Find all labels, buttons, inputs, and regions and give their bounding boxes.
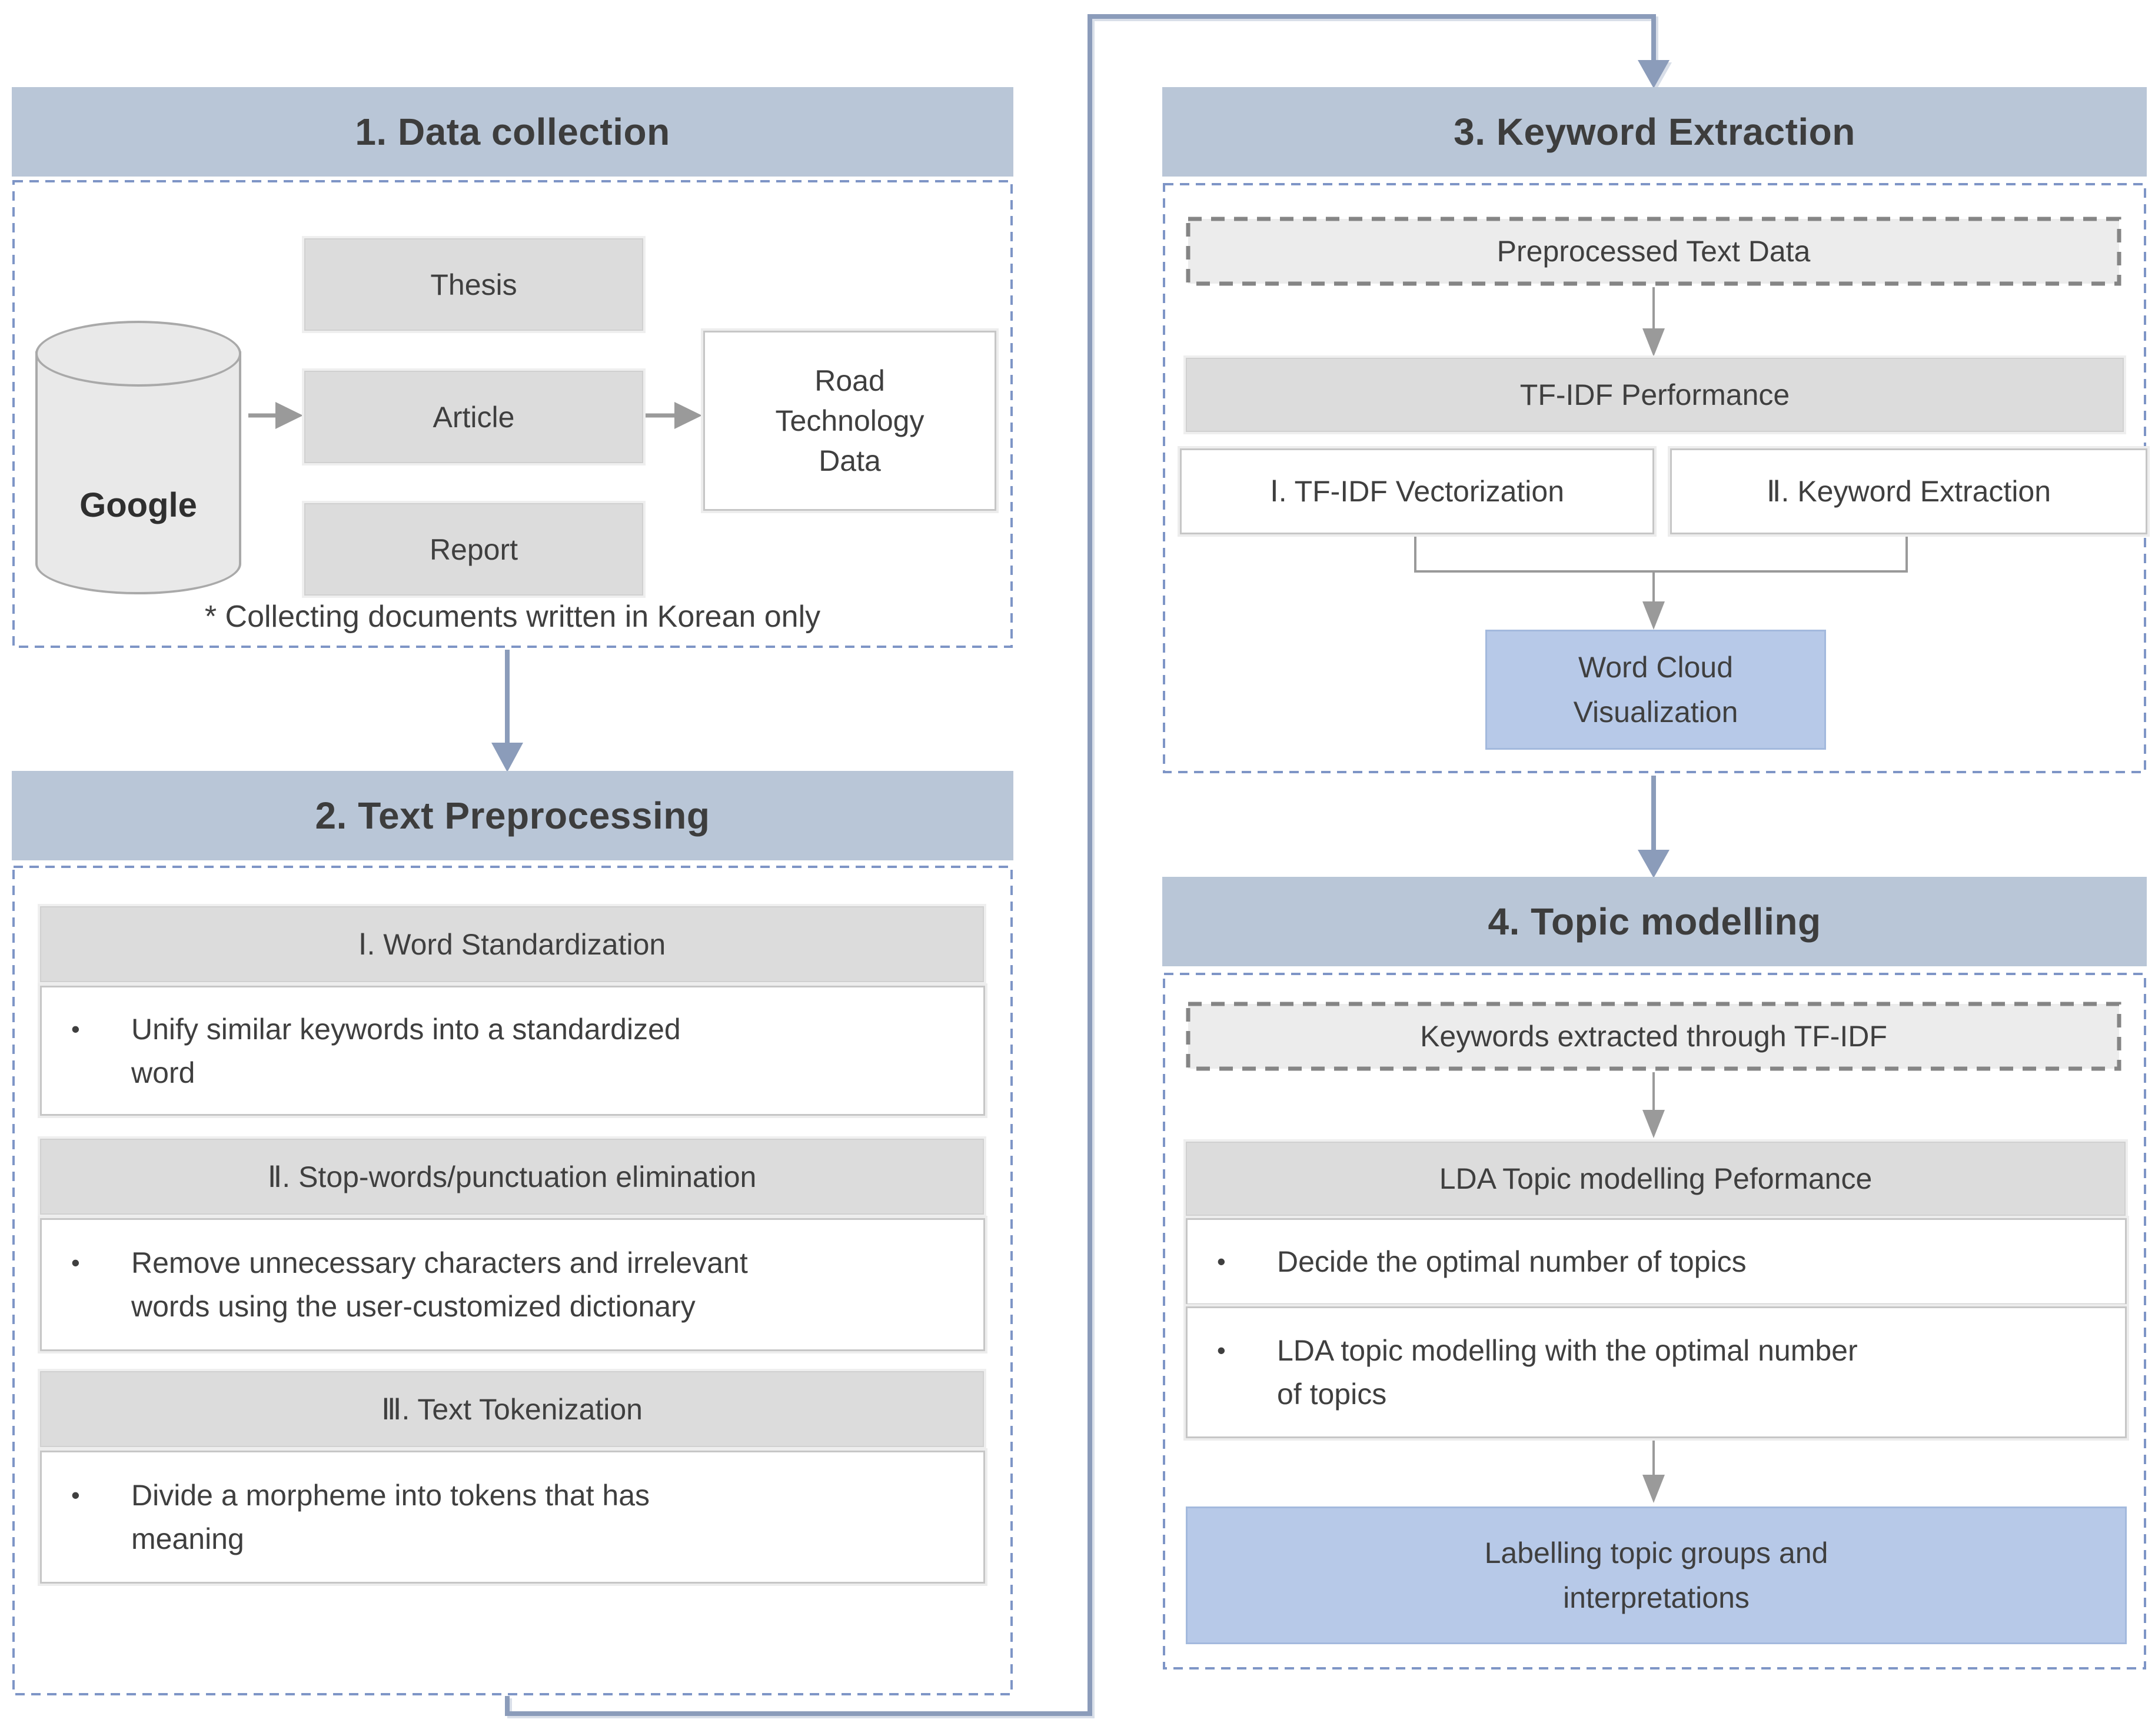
text-preprocessing-title: 2. Text Preprocessing bbox=[315, 794, 710, 837]
stop-words-elimination-detail-text: Remove unnecessary characters and irrele… bbox=[131, 1246, 748, 1323]
bullet-icon: • bbox=[71, 1015, 80, 1043]
google-database-cylinder-icon: Google bbox=[35, 321, 241, 594]
text-tokenization-detail-box: • Divide a morpheme into tokens that has… bbox=[40, 1451, 985, 1584]
lda-modelling-text: LDA topic modelling with the optimal num… bbox=[1277, 1334, 1858, 1411]
text-tokenization-bar: Ⅲ. Text Tokenization bbox=[40, 1371, 984, 1447]
preprocessed-text-data-box: Preprocessed Text Data bbox=[1186, 217, 2121, 286]
text-preprocessing-panel bbox=[12, 865, 1013, 1696]
bullet-icon: • bbox=[1217, 1336, 1226, 1364]
topic-modelling-header: 4. Topic modelling bbox=[1162, 877, 2147, 966]
bullet-icon: • bbox=[1217, 1248, 1226, 1275]
connector-subboxes-to-wordcloud bbox=[1414, 532, 1908, 630]
arrow-s3-to-s4 bbox=[1638, 776, 1670, 878]
word-cloud-visualization-label: Word Cloud Visualization bbox=[1573, 651, 1738, 729]
optimal-topics-text: Decide the optimal number of topics bbox=[1277, 1245, 1747, 1278]
korean-only-note: * Collecting documents written in Korean… bbox=[204, 600, 821, 634]
topic-modelling-title: 4. Topic modelling bbox=[1488, 900, 1821, 943]
connector-s2-to-s3 bbox=[505, 14, 1670, 1716]
word-cloud-visualization-box: Word Cloud Visualization bbox=[1485, 630, 1826, 750]
topic-modelling-dashed-border bbox=[1163, 973, 2146, 1670]
data-collection-title: 1. Data collection bbox=[355, 111, 670, 153]
labelling-topic-groups-box: Labelling topic groups and interpretatio… bbox=[1186, 1506, 2127, 1644]
report-box: Report bbox=[304, 503, 643, 596]
report-label: Report bbox=[429, 533, 518, 566]
keywords-extracted-dashed-border bbox=[1186, 1002, 2121, 1071]
keyword-extraction-sub-box: Ⅱ. Keyword Extraction bbox=[1670, 448, 2147, 534]
cylinder-top-ellipse bbox=[35, 321, 241, 387]
preprocessed-text-data-label: Preprocessed Text Data bbox=[1496, 235, 1811, 268]
keywords-extracted-box: Keywords extracted through TF-IDF bbox=[1186, 1002, 2121, 1071]
keyword-extraction-header: 3. Keyword Extraction bbox=[1162, 87, 2147, 177]
article-box: Article bbox=[304, 371, 643, 463]
tfidf-vectorization-label: Ⅰ. TF-IDF Vectorization bbox=[1269, 475, 1565, 508]
bullet-icon: • bbox=[71, 1481, 80, 1509]
arrow-preprocessed-to-tfidf bbox=[1642, 287, 1665, 357]
lda-performance-label: LDA Topic modelling Peformance bbox=[1439, 1162, 1873, 1195]
arrow-lda-to-labelling bbox=[1642, 1437, 1665, 1503]
road-technology-data-label: Road Technology Data bbox=[775, 364, 924, 477]
text-tokenization-label: Ⅲ. Text Tokenization bbox=[381, 1392, 643, 1426]
thesis-label: Thesis bbox=[430, 268, 517, 301]
lda-modelling-bullet-box: • LDA topic modelling with the optimal n… bbox=[1186, 1306, 2127, 1438]
text-tokenization-detail-text: Divide a morpheme into tokens that has m… bbox=[131, 1479, 650, 1555]
optimal-topics-bullet-box: • Decide the optimal number of topics bbox=[1186, 1218, 2127, 1305]
keyword-extraction-sub-label: Ⅱ. Keyword Extraction bbox=[1766, 475, 2051, 508]
arrow-s1-to-s2 bbox=[491, 650, 523, 772]
stop-words-elimination-bar: Ⅱ. Stop-words/punctuation elimination bbox=[40, 1139, 984, 1215]
arrow-google-to-article bbox=[248, 402, 303, 429]
thesis-box: Thesis bbox=[304, 238, 643, 331]
bullet-icon: • bbox=[71, 1249, 80, 1276]
topic-modelling-panel bbox=[1162, 972, 2147, 1670]
article-label: Article bbox=[433, 400, 515, 434]
text-preprocessing-dashed-border bbox=[12, 866, 1013, 1695]
stop-words-elimination-detail-box: • Remove unnecessary characters and irre… bbox=[40, 1218, 985, 1351]
data-collection-header: 1. Data collection bbox=[12, 87, 1013, 177]
preprocessed-text-data-dashed-border bbox=[1186, 217, 2121, 286]
google-label: Google bbox=[79, 486, 197, 524]
text-preprocessing-header: 2. Text Preprocessing bbox=[12, 771, 1013, 860]
tfidf-performance-label: TF-IDF Performance bbox=[1519, 378, 1790, 411]
data-collection-panel bbox=[12, 179, 1013, 648]
tfidf-performance-bar: TF-IDF Performance bbox=[1186, 358, 2124, 432]
road-technology-data-box: Road Technology Data bbox=[703, 331, 996, 511]
labelling-topic-groups-label: Labelling topic groups and interpretatio… bbox=[1484, 1537, 1828, 1614]
word-standardization-label: Ⅰ. Word Standardization bbox=[358, 927, 666, 961]
keyword-extraction-title: 3. Keyword Extraction bbox=[1454, 111, 1855, 153]
tfidf-vectorization-box: Ⅰ. TF-IDF Vectorization bbox=[1180, 448, 1654, 534]
word-standardization-detail-box: • Unify similar keywords into a standard… bbox=[40, 986, 985, 1116]
lda-performance-bar: LDA Topic modelling Peformance bbox=[1186, 1142, 2126, 1216]
word-standardization-bar: Ⅰ. Word Standardization bbox=[40, 906, 984, 982]
data-collection-dashed-border bbox=[12, 180, 1013, 648]
word-standardization-detail-text: Unify similar keywords into a standardiz… bbox=[131, 1012, 681, 1089]
keywords-extracted-label: Keywords extracted through TF-IDF bbox=[1420, 1020, 1887, 1053]
cylinder-body bbox=[35, 351, 241, 594]
stop-words-elimination-label: Ⅱ. Stop-words/punctuation elimination bbox=[267, 1160, 757, 1193]
arrow-keywords-to-lda bbox=[1642, 1072, 1665, 1138]
arrow-article-to-road-data bbox=[645, 402, 702, 429]
